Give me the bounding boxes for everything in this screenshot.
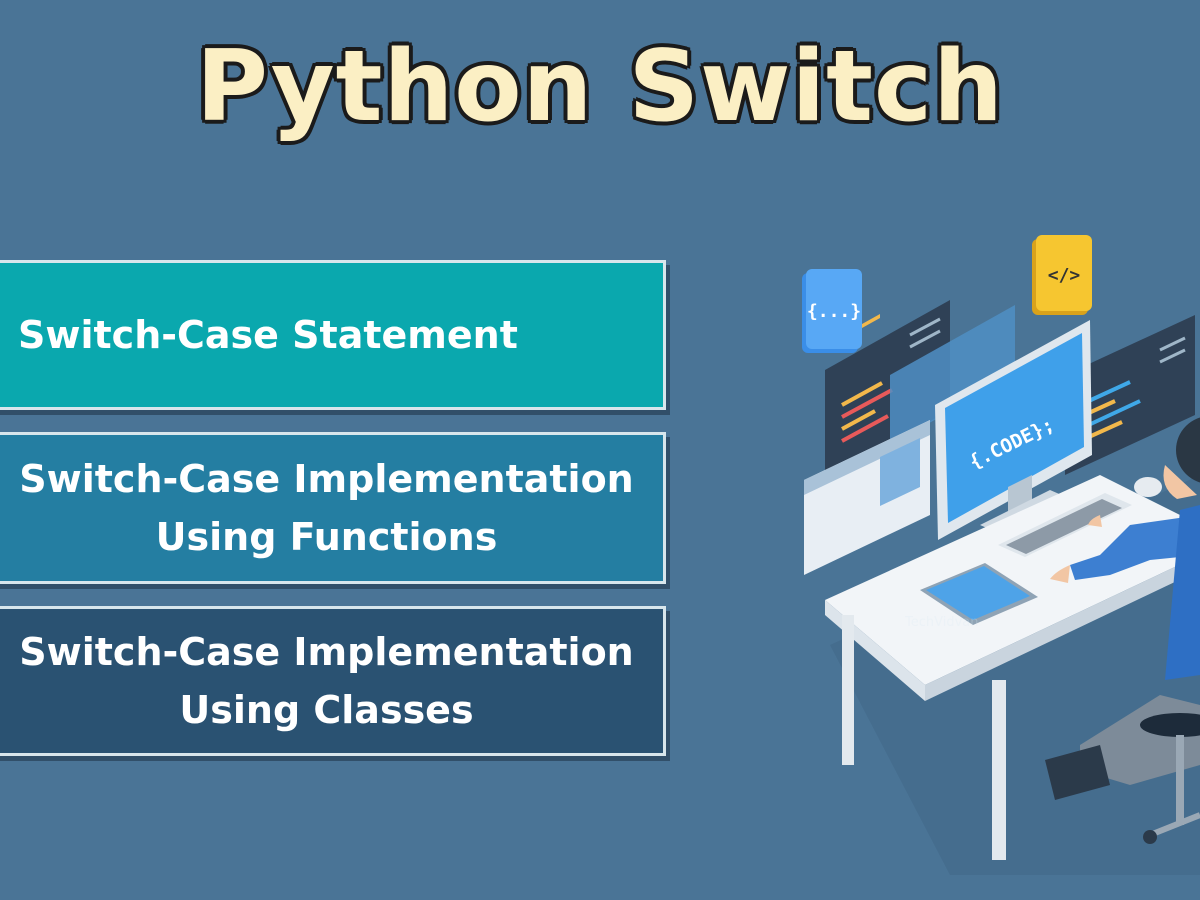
code-panel-middle [890, 305, 1015, 445]
topic-card-sublabel: Using Classes [179, 688, 474, 732]
topic-card-switch-case-statement: Switch-Case Statement [0, 260, 666, 410]
tablet [920, 563, 1038, 625]
page-title: Python Switch [195, 29, 1005, 146]
developer-illustration: {...} </> {.CODE}; [802, 235, 1200, 875]
developer-person [1045, 417, 1200, 844]
badge-left-label: {...} [807, 301, 861, 322]
code-tag-badge-icon: </> [1032, 235, 1092, 315]
braces-badge-icon: {...} [802, 269, 862, 353]
topic-card-classes: Switch-Case Implementation Using Classes [0, 606, 666, 756]
topic-card-label: Switch-Case Implementation [19, 630, 634, 674]
desk [825, 475, 1200, 860]
badge-right-label: </> [1048, 265, 1081, 286]
topic-card-sublabel: Using Functions [155, 515, 498, 559]
topic-card-functions: Switch-Case Implementation Using Functio… [0, 432, 666, 584]
topic-card-label: Switch-Case Implementation [19, 457, 634, 501]
watermark: TechVidvan [905, 615, 979, 630]
mouse [1134, 477, 1162, 497]
browser-panel [804, 420, 930, 575]
topic-card-label: Switch-Case Statement [18, 313, 518, 357]
